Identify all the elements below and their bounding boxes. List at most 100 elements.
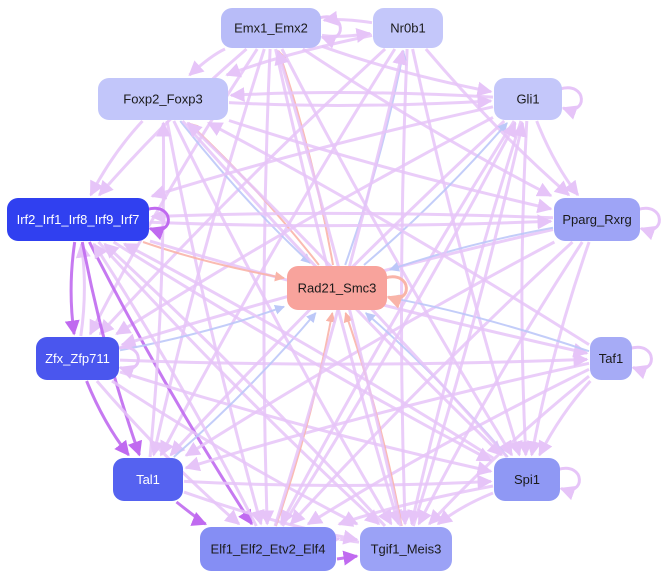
- edge-nr0b1-to-emx: [322, 10, 373, 26]
- edge-nr0b1-to-zfx: [98, 47, 387, 336]
- edge-taf1-to-elf: [306, 367, 590, 526]
- edge-taf1-to-tgif: [428, 375, 590, 526]
- edge-pparg-to-tgif: [417, 241, 584, 526]
- node-taf1-label: Taf1: [599, 351, 624, 366]
- node-elf[interactable]: Elf1_Elf2_Etv2_Elf4: [200, 527, 336, 571]
- edge-nr0b1-to-foxp: [225, 33, 373, 78]
- node-nr0b1[interactable]: Nr0b1: [373, 8, 443, 48]
- node-rad21-label: Rad21_Smc3: [298, 281, 377, 296]
- edge-elf-to-tgif: [336, 550, 359, 566]
- self-loop-gli1: [559, 86, 583, 120]
- node-pparg[interactable]: Pparg_Rxrg: [554, 198, 640, 241]
- edge-tgif-to-irf: [103, 242, 387, 528]
- node-spi1-label: Spi1: [514, 472, 540, 487]
- edge-elf-to-irf: [92, 242, 258, 527]
- node-tal1-label: Tal1: [136, 472, 160, 487]
- edge-rad21-to-gli1: [363, 122, 508, 266]
- node-tal1-box: [113, 458, 183, 501]
- edge-zfx-to-rad21: [119, 304, 285, 352]
- node-zfx-label: Zfx_Zfp711: [45, 351, 110, 366]
- edge-zfx-to-taf1: [119, 352, 589, 368]
- edge-gli1-to-tgif: [407, 120, 523, 526]
- edge-taf1-to-foxp: [207, 121, 590, 346]
- edge-irf-to-rad21: [142, 241, 285, 282]
- edge-gli1-to-irf: [150, 105, 494, 200]
- edge-gli1-to-pparg: [535, 120, 580, 197]
- node-gli1-label: Gli1: [516, 92, 539, 107]
- edge-gli1-to-zfx: [115, 116, 494, 336]
- node-emx-label: Emx1_Emx2: [234, 21, 308, 36]
- node-elf-label: Elf1_Elf2_Etv2_Elf4: [211, 542, 326, 557]
- edge-tal1-to-rad21: [173, 312, 317, 458]
- self-loop-zfx: [116, 345, 140, 380]
- self-loop-emx: [318, 15, 342, 49]
- edge-emx-to-gli1: [321, 44, 493, 97]
- edge-foxp-to-irf: [89, 119, 144, 197]
- edge-zfx-to-tal1: [85, 380, 130, 457]
- edge-irf-to-zfx: [64, 241, 80, 336]
- node-nr0b1-label: Nr0b1: [390, 21, 425, 36]
- edge-tgif-to-gli1: [411, 121, 527, 527]
- node-irf[interactable]: Irf2_Irf1_Irf8_Irf9_Irf7: [7, 198, 149, 241]
- edge-taf1-to-rad21: [389, 294, 590, 353]
- node-spi1[interactable]: Spi1: [494, 458, 560, 501]
- edge-tal1-to-elf: [175, 500, 208, 526]
- edge-irf-to-pparg: [149, 214, 553, 230]
- node-pparg-box: [554, 198, 640, 241]
- edge-pparg-to-irf: [150, 208, 554, 224]
- node-elf-box: [200, 527, 336, 571]
- edge-gli1-to-foxp: [229, 87, 494, 103]
- node-spi1-box: [494, 458, 560, 501]
- edge-gli1-to-elf: [279, 120, 516, 526]
- edge-zfx-to-elf: [95, 380, 241, 526]
- node-gli1-box: [494, 78, 562, 120]
- node-rad21[interactable]: Rad21_Smc3: [287, 266, 387, 310]
- node-zfx[interactable]: Zfx_Zfp711: [36, 337, 119, 380]
- edge-tal1-to-foxp: [148, 121, 171, 458]
- edge-tal1-to-spi1: [183, 474, 493, 490]
- edge-zfx-to-irf: [75, 242, 91, 337]
- edge-elf-to-gli1: [281, 121, 517, 527]
- self-loop-pparg: [637, 206, 661, 241]
- edge-tgif-to-elf: [324, 533, 360, 549]
- edge-pparg-to-rad21: [389, 226, 554, 272]
- node-tgif-label: Tgif1_Meis3: [371, 542, 442, 557]
- edge-zfx-to-spi1: [119, 370, 493, 476]
- edge-nr0b1-to-tgif: [397, 48, 413, 526]
- edge-irf-to-spi1: [112, 240, 493, 462]
- edge-emx-to-pparg: [301, 47, 553, 198]
- edge-taf1-to-spi1: [538, 379, 592, 457]
- node-foxp-box: [98, 78, 228, 120]
- node-tal1[interactable]: Tal1: [113, 458, 183, 501]
- node-nr0b1-box: [373, 8, 443, 48]
- node-irf-label: Irf2_Irf1_Irf8_Irf9_Irf7: [17, 212, 140, 227]
- node-zfx-box: [36, 337, 119, 380]
- edge-foxp-to-rad21: [179, 120, 311, 264]
- node-foxp-label: Foxp2_Foxp3: [123, 92, 203, 107]
- edge-taf1-to-tal1: [184, 361, 590, 472]
- node-irf-box: [7, 198, 149, 241]
- node-tgif[interactable]: Tgif1_Meis3: [360, 527, 452, 571]
- edge-foxp-to-gli1: [228, 94, 493, 110]
- node-taf1-box: [590, 337, 632, 380]
- node-emx-box: [221, 8, 321, 48]
- self-loop-irf: [146, 206, 170, 241]
- edge-emx-to-foxp: [188, 47, 226, 77]
- node-tgif-box: [360, 527, 452, 571]
- edge-foxp-to-elf: [165, 120, 265, 526]
- self-loop-taf1: [629, 345, 653, 380]
- self-loop-spi1: [557, 466, 581, 501]
- edge-foxp-to-tgif: [172, 120, 393, 526]
- edge-irf-to-tgif: [97, 240, 381, 526]
- edge-pparg-to-spi1: [526, 241, 591, 457]
- edge-zfx-to-tgif: [111, 379, 359, 526]
- node-foxp[interactable]: Foxp2_Foxp3: [98, 78, 228, 120]
- node-emx[interactable]: Emx1_Emx2: [221, 8, 321, 48]
- edge-nr0b1-to-tal1: [159, 48, 397, 457]
- node-gli1[interactable]: Gli1: [494, 78, 562, 120]
- edge-spi1-to-tgif: [436, 491, 494, 526]
- edge-emx-to-elf: [259, 48, 275, 526]
- node-taf1[interactable]: Taf1: [590, 337, 632, 380]
